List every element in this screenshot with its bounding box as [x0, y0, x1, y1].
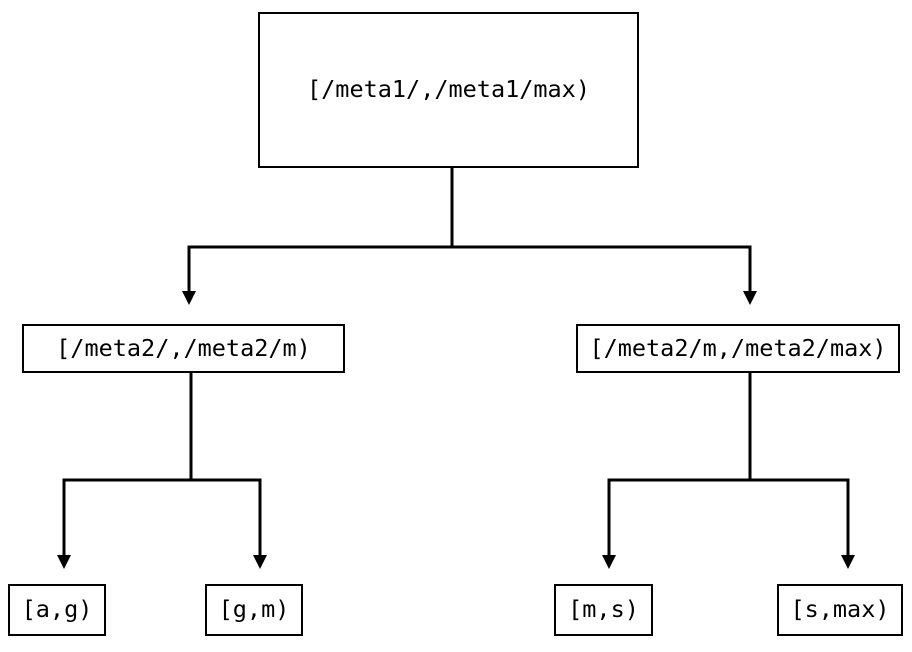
tree-node-leaf-gm: [g,m): [205, 584, 303, 636]
arrowhead-down-icon: [253, 555, 267, 569]
tree-node-mid-left-label: [/meta2/,/meta2/m): [56, 333, 311, 362]
edge-mid-left-to-leaf-ag: [57, 373, 193, 569]
edge-mid-right-to-leaf-ms: [602, 373, 752, 569]
arrowhead-down-icon: [743, 291, 757, 305]
tree-node-mid-right: [/meta2/m,/meta2/max): [576, 324, 900, 373]
tree-node-leaf-ag-label: [a,g): [21, 595, 93, 624]
tree-node-leaf-smax: [s,max): [777, 584, 903, 636]
tree-node-leaf-ms-label: [m,s): [568, 595, 639, 624]
edge-mid-right-to-leaf-smax: [750, 478, 855, 569]
tree-node-leaf-smax-label: [s,max): [790, 595, 890, 624]
tree-node-root-label: [/meta1/,/meta1/max): [307, 75, 590, 104]
tree-node-leaf-ms: [m,s): [554, 584, 653, 636]
arrowhead-down-icon: [57, 555, 71, 569]
arrowhead-down-icon: [182, 291, 196, 305]
edge-root-to-mid-left: [182, 168, 454, 305]
arrowhead-down-icon: [841, 555, 855, 569]
tree-node-mid-left: [/meta2/,/meta2/m): [22, 324, 345, 373]
tree-node-leaf-gm-label: [g,m): [218, 595, 290, 624]
tree-node-leaf-ag: [a,g): [8, 584, 106, 636]
edge-root-to-mid-right: [452, 245, 757, 305]
arrowhead-down-icon: [602, 555, 616, 569]
tree-node-mid-right-label: [/meta2/m,/meta2/max): [589, 333, 887, 362]
tree-node-root: [/meta1/,/meta1/max): [258, 12, 639, 168]
edge-mid-left-to-leaf-gm: [191, 478, 267, 569]
